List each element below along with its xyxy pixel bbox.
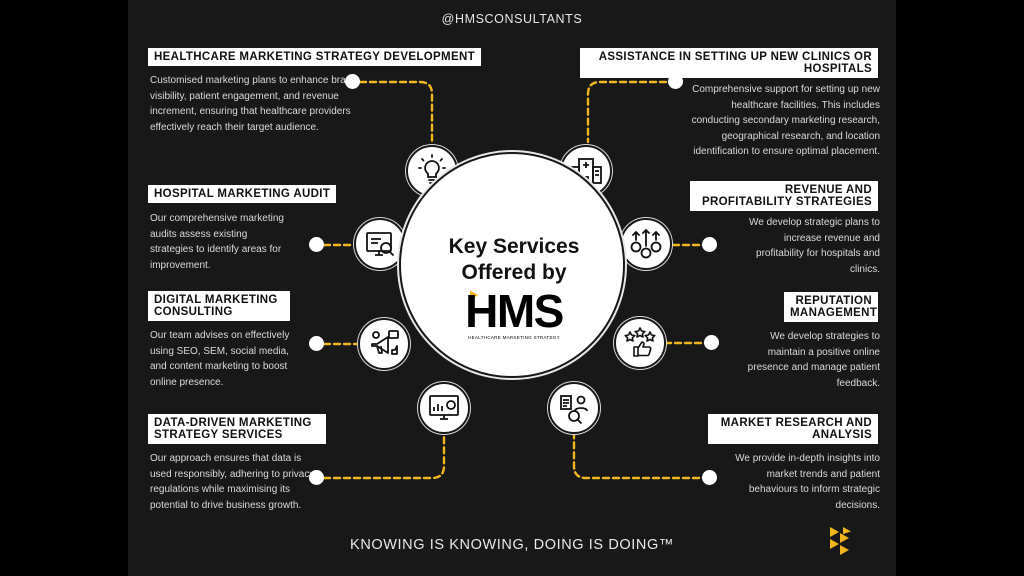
- service-title-reputation: Reputation Management: [784, 292, 878, 322]
- connector-dot: [309, 470, 324, 485]
- service-desc-marketing-audit: Our comprehensive marketing audits asses…: [150, 213, 284, 271]
- infographic: @HMSCONSULTANTS Healthcare Marketing Str…: [128, 0, 896, 576]
- brand-triangles-icon: [830, 527, 851, 555]
- analytics-monitor-icon: [418, 382, 470, 434]
- connector-dot: [702, 237, 717, 252]
- megaphone-icon: [358, 318, 410, 370]
- service-desc-digital-marketing: Our team advises on effectively using SE…: [150, 330, 290, 388]
- connector-dot: [345, 74, 360, 89]
- connector-dot: [702, 470, 717, 485]
- service-desc-new-clinics: Comprehensive support for setting up new…: [691, 84, 880, 157]
- connector-lines: [322, 80, 713, 480]
- brand-logo: HMS: [465, 285, 564, 337]
- brand-tagline: HEALTHCARE MARKETING STRATEGY: [468, 335, 560, 340]
- center-title-line2: Offered by: [461, 261, 567, 284]
- service-title-strategy-development: Healthcare Marketing Strategy Developmen…: [148, 48, 482, 66]
- research-magnifier-icon: [548, 382, 600, 434]
- service-desc-data-driven: Our approach ensures that data is used r…: [150, 453, 315, 511]
- service-title-new-clinics: Assistance in Setting Up New Clinics or …: [580, 48, 878, 78]
- connector-dot: [704, 335, 719, 350]
- service-desc-reputation: We develop strategies to maintain a posi…: [747, 331, 880, 389]
- service-desc-revenue: We develop strategic plans to increase r…: [748, 217, 880, 275]
- center-circle: Key Services Offered by HMS HEALTHCARE M…: [399, 152, 625, 378]
- service-desc-strategy-development: Customised marketing plans to enhance br…: [150, 75, 357, 133]
- connector-dot: [668, 74, 683, 89]
- service-desc-market-research: We provide in-depth insights into market…: [735, 453, 880, 511]
- center-title: Key Services Offered by: [401, 234, 627, 286]
- service-title-market-research: Market Research and Analysis: [708, 414, 878, 444]
- revenue-arrows-icon: [620, 218, 672, 270]
- service-title-data-driven: Data-Driven Marketing Strategy Services: [148, 414, 326, 444]
- service-title-digital-marketing: Digital Marketing Consulting: [148, 291, 290, 321]
- slogan: KNOWING IS KNOWING, DOING IS DOING™: [350, 537, 674, 553]
- service-title-revenue: Revenue and Profitability Strategies: [690, 181, 878, 211]
- connector-dot: [309, 336, 324, 351]
- connector-dot: [309, 237, 324, 252]
- center-title-line1: Key Services: [448, 235, 580, 258]
- social-handle: @HMSCONSULTANTS: [441, 12, 583, 26]
- service-title-marketing-audit: Hospital Marketing Audit: [148, 185, 337, 203]
- stars-thumbs-up-icon: [614, 317, 666, 369]
